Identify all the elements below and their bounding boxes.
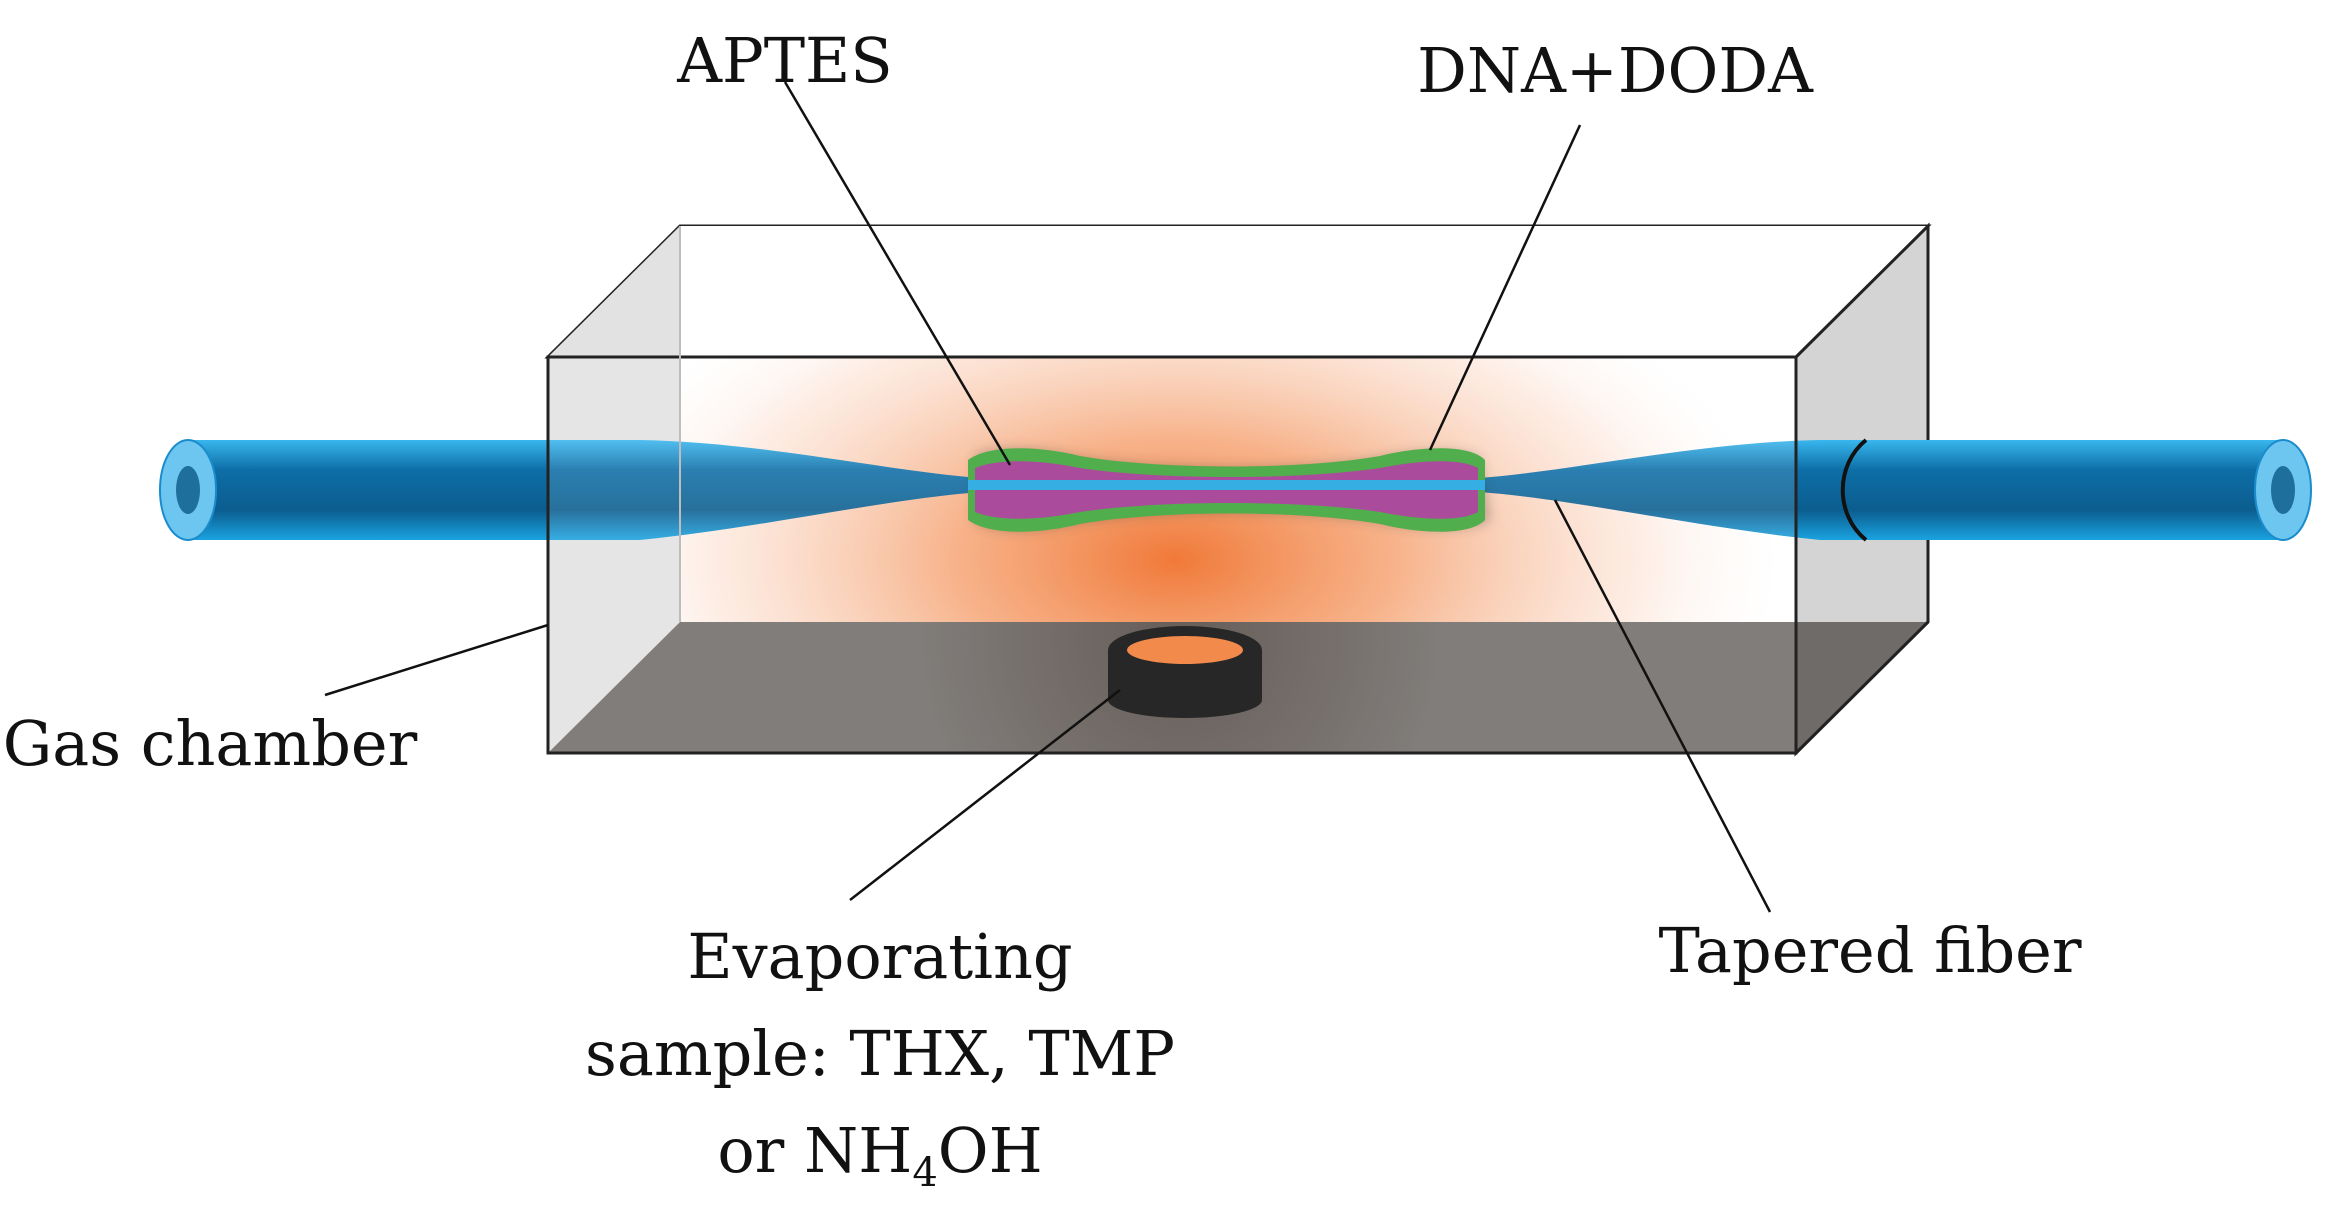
fiber-right-thick (1420, 440, 2280, 540)
fiber-coating (968, 448, 1490, 532)
coated-fiber-core (968, 480, 1485, 490)
leader-aptes (783, 81, 1012, 466)
label-evaporating-line2: sample: THX, TMP (585, 1017, 1175, 1090)
label-tapered-fiber: Tapered fiber (1659, 914, 2082, 987)
fiber-left-core-icon (176, 466, 200, 514)
label-evaporating-line3: or NH4OH (717, 1114, 1042, 1196)
optical-fiber (159, 439, 2312, 541)
sample-liquid (1127, 636, 1243, 664)
leader-tapered-fiber (1553, 499, 1772, 913)
fiber-right-entry-arc (1840, 438, 1868, 542)
chamber-edge (1794, 620, 1930, 755)
label-aptes: APTES (676, 24, 893, 97)
label-evaporating-line1: Evaporating (687, 920, 1072, 993)
label-nh-suffix: OH (938, 1114, 1043, 1187)
fiber-right-core-icon (2271, 466, 2295, 514)
leader-dna-doda (1428, 124, 1582, 451)
label-dna-doda: DNA+DODA (1417, 34, 1814, 107)
fiber-left-thick (190, 440, 1040, 540)
label-gas-chamber: Gas chamber (3, 707, 418, 780)
leader-evaporating-sample (849, 689, 1121, 901)
leader-gas-chamber (324, 623, 549, 697)
label-nh-prefix: or NH (717, 1114, 912, 1187)
label-nh-subscript: 4 (912, 1150, 937, 1196)
sample-container-icon (1108, 626, 1262, 718)
chamber-front-face (546, 355, 1798, 755)
